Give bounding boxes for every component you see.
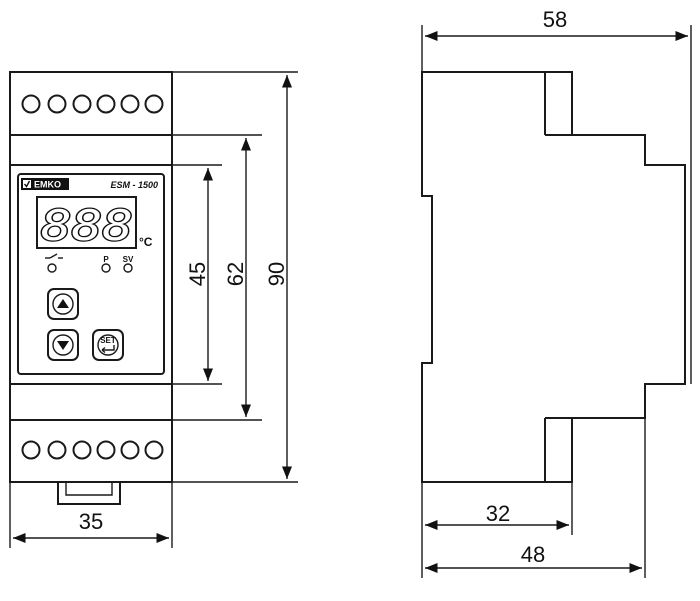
front-view: EMKO ESM - 1500 888 °C P SV (9, 71, 173, 505)
p-led (101, 263, 111, 273)
set-button[interactable]: SET (92, 329, 124, 361)
front-dimension-lines (164, 71, 298, 483)
dim-58-label: 58 (543, 7, 567, 32)
p-indicator-label: P (103, 255, 109, 264)
set-label: SET (100, 336, 116, 345)
brand-name: EMKO (34, 180, 61, 190)
dim-62-label: 62 (223, 262, 248, 286)
down-button[interactable] (47, 329, 79, 361)
dim-48-label: 48 (521, 542, 545, 567)
model-label: ESM - 1500 (110, 180, 158, 190)
down-arrow-icon (57, 341, 69, 350)
sv-led (123, 263, 133, 273)
brand-logo (21, 178, 69, 190)
unit-label: °C (139, 235, 153, 249)
din-rail-clip (57, 482, 121, 505)
dim-90-label: 90 (264, 262, 289, 286)
rail-depth-dimension (421, 482, 573, 578)
front-body-outline (9, 71, 173, 483)
switch-icon (45, 253, 63, 259)
dim-35-label: 35 (79, 509, 103, 534)
up-button[interactable] (47, 288, 79, 320)
bottom-terminal-screws (21, 440, 164, 460)
dim-32-label: 32 (486, 501, 510, 526)
up-arrow-icon (57, 299, 69, 308)
display-value: 888 (41, 201, 133, 250)
led-display (36, 196, 137, 249)
side-width-dimension (421, 25, 692, 384)
dim-45-label: 45 (185, 262, 210, 286)
top-terminal-screws (21, 94, 164, 114)
body-depth-dimension (425, 418, 646, 578)
front-width-dimension (9, 482, 173, 548)
enter-icon (102, 345, 115, 351)
front-panel (17, 173, 165, 375)
output-led (47, 263, 57, 273)
sv-indicator-label: SV (123, 255, 134, 264)
